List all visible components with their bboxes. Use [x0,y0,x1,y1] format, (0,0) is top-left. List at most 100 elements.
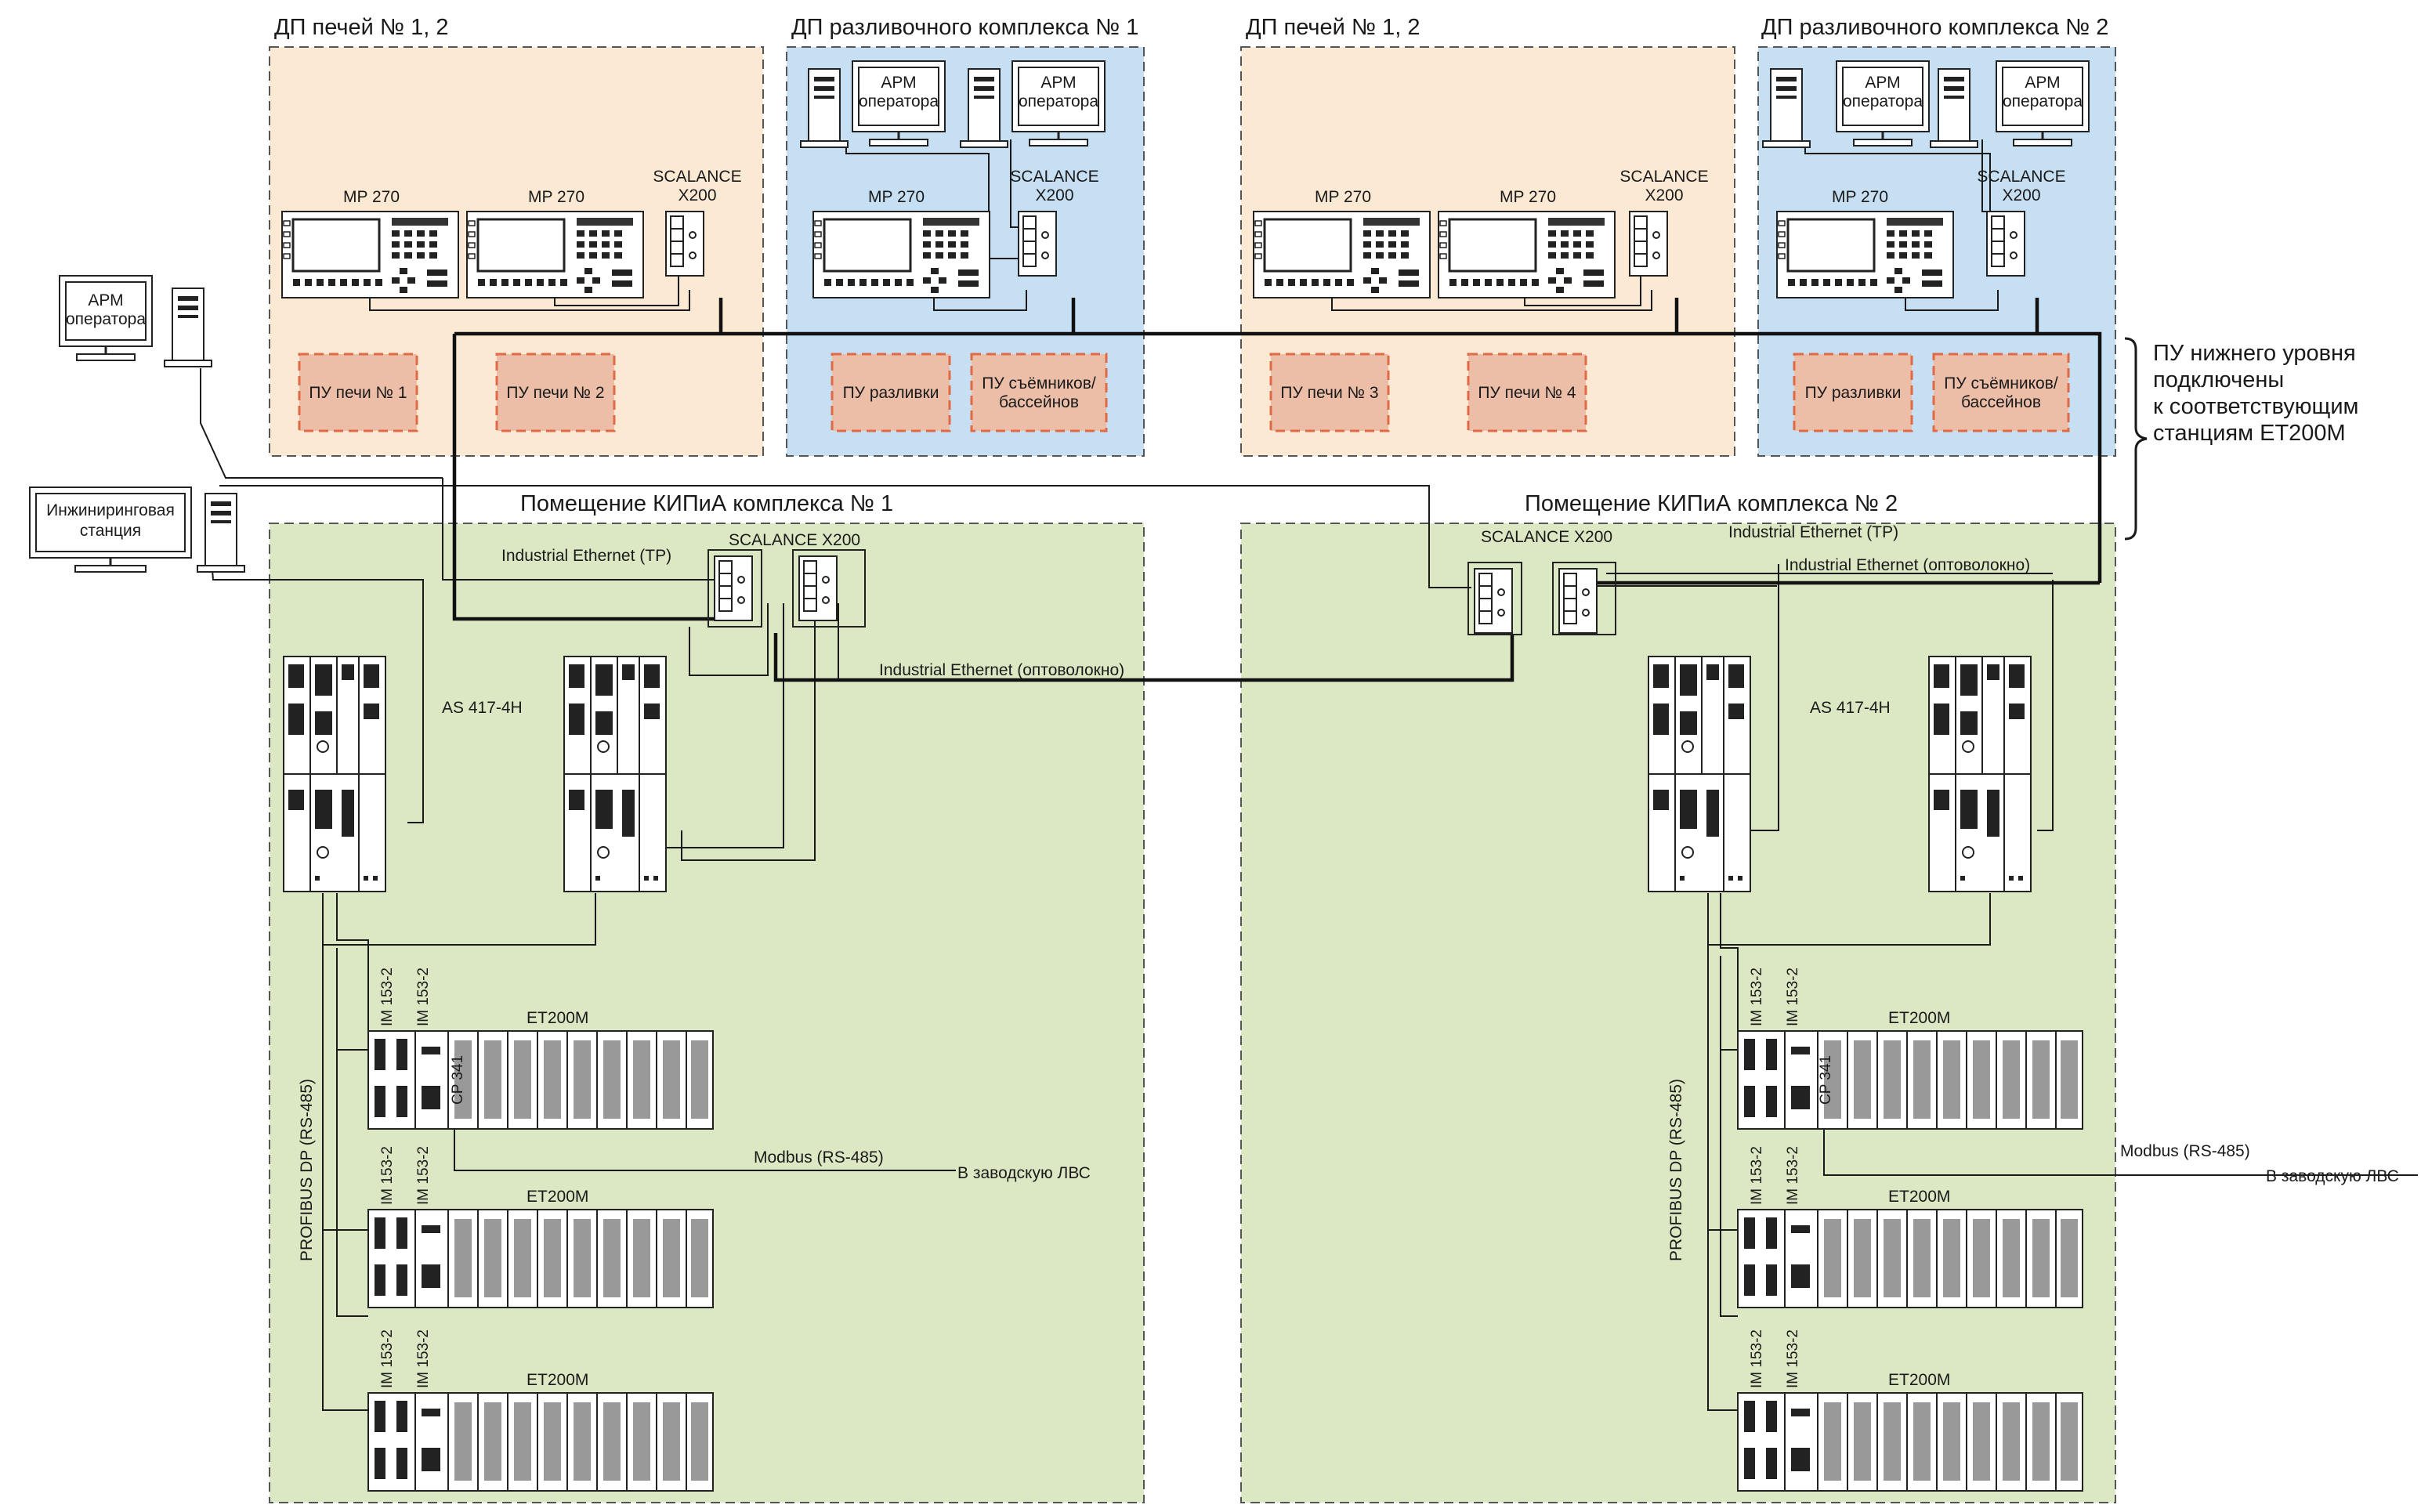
pu-furnace-2-box [495,353,616,432]
engineering-station-stand [74,565,147,573]
pu-extractors-2-label: ПУ съёмников/ [1944,374,2058,392]
zone-title-kip-1: Помещение КИПиА комплекса № 1 [520,491,893,516]
pu-furnace-3-label: ПУ печи № 3 [1280,384,1378,402]
arm-label: АРМ [2025,74,2060,92]
im153-label: IM 153-2 [1749,1329,1765,1388]
note-line: станциям ET200M [2153,421,2346,446]
im153-label: IM 153-2 [1785,1329,1801,1388]
im153-label: IM 153-2 [415,968,432,1026]
im153-label: IM 153-2 [1785,968,1801,1026]
et200m-label: ET200M [527,1371,588,1389]
scalance-label: X200 [678,186,716,204]
note-line: к соответствующим [2153,394,2358,419]
note-text: ПУ нижнего уровня подключены к соответст… [2153,341,2358,446]
mp270-label: MP 270 [1315,188,1371,206]
im153-label: IM 153-2 [415,1329,432,1388]
zone-kip-room-1 [269,523,1145,1503]
pu-furnace-4-label: ПУ печи № 4 [1478,384,1576,402]
cp341-label-2: CP 341 [1818,1055,1834,1105]
zone-title-kip-2: Помещение КИПиА комплекса № 2 [1525,491,1898,516]
lan-label-1: В заводскую ЛВС [957,1164,1091,1182]
ie-tp-label-1: Industrial Ethernet (TP) [501,547,671,565]
arm-label: оператора [1019,92,1098,110]
ie-fo-label-1: Industrial Ethernet (оптоволокно) [879,661,1124,679]
modbus-label-1: Modbus (RS-485) [754,1148,884,1167]
et200m-label: ET200M [1888,1188,1950,1206]
arm-left-label: оператора [66,310,146,328]
engineering-station-label: Инжиниринговая [46,501,175,519]
pu-casting-2-box [1793,353,1913,432]
fiber-backbone [452,298,2102,682]
et200m-label: ET200M [527,1009,588,1027]
pu-furnace-1-box [298,353,418,432]
switch-frame [707,549,762,628]
pu-extractors-1-label: бассейнов [999,393,1079,411]
scalance-label: SCALANCE [1977,168,2065,186]
note-brace [2124,337,2148,541]
et200m-label: ET200M [1888,1009,1950,1027]
arm-label: АРМ [881,74,916,92]
im153-label: IM 153-2 [1749,968,1765,1026]
pu-extractors-1-box [970,353,1108,432]
mp270-label: MP 270 [1832,188,1888,206]
im153-label: IM 153-2 [415,1146,432,1205]
lan-label-2: В заводскую ЛВС [2266,1167,2399,1185]
switch-frame [1552,562,1616,635]
pu-extractors-2-box [1932,353,2070,432]
arm-label: АРМ [1040,74,1076,92]
mp270-label: MP 270 [528,188,584,206]
as417-label-1: AS 417-4H [442,699,523,717]
pu-extractors-2-label: бассейнов [1961,393,2041,411]
note-line: ПУ нижнего уровня [2153,341,2356,366]
arm-label: оператора [1843,92,1923,110]
im153-label: IM 153-2 [1785,1146,1801,1205]
profibus-label-1: PROFIBUS DP (RS-485) [298,1079,316,1261]
scalance-kip2-label: SCALANCE X200 [1481,528,1612,546]
im153-labels-1: IM 153-2 IM 153-2 IM 153-2 IM 153-2 IM 1… [379,968,432,1388]
profibus-label-2: PROFIBUS DP (RS-485) [1667,1079,1685,1261]
im153-label: IM 153-2 [379,1146,396,1205]
scalance-label: SCALANCE [1619,168,1708,186]
mp270-label-group: MP 270 MP 270 MP 270 MP 270 MP 270 MP 27… [343,188,1888,206]
ie-fo-label-2: Industrial Ethernet (оптоволокно) [1785,556,2030,574]
pu-casting-1-box [831,353,951,432]
im153-label: IM 153-2 [379,968,396,1026]
scalance-label: SCALANCE [653,168,741,186]
ie-tp-label-2: Industrial Ethernet (TP) [1728,523,1898,541]
arm-top-labels: АРМ оператора АРМ оператора АРМ оператор… [859,74,2083,110]
arm-left-label: АРМ [88,291,123,309]
switch-frame [792,549,866,628]
zone-title-furnace-1: ДП печей № 1, 2 [274,15,448,40]
pu-casting-1-label: ПУ разливки [843,384,939,402]
arm-label: АРМ [1865,74,1900,92]
mp270-label: MP 270 [343,188,400,206]
note-line: подключены [2153,367,2284,392]
mp270-label: MP 270 [868,188,925,206]
zone-title-casting-1: ДП разливочного комплекса № 1 [791,15,1138,40]
im153-label: IM 153-2 [379,1329,396,1388]
scalance-label: X200 [1035,186,1073,204]
pu-furnace-1-label: ПУ печи № 1 [309,384,407,402]
scalance-label: X200 [1645,186,1683,204]
engineering-station-screen [35,493,186,552]
pu-casting-2-label: ПУ разливки [1805,384,1902,402]
scalance-label: X200 [2002,186,2040,204]
mp270-label: MP 270 [1500,188,1556,206]
switch-frame [1467,562,1522,635]
network-lines [200,139,2418,1411]
zone-title-furnace-2: ДП печей № 1, 2 [1246,15,1420,40]
im153-label: IM 153-2 [1749,1146,1765,1205]
control-panels: ПУ печи № 1 ПУ печи № 2 ПУ разливки ПУ с… [298,353,2070,432]
scalance-top-labels: SCALANCE X200 SCALANCE X200 SCALANCE X20… [653,168,2065,204]
arm-label: оператора [859,92,939,110]
pu-furnace-2-label: ПУ печи № 2 [506,384,604,402]
pu-extractors-1-label: ПУ съёмников/ [982,374,1096,392]
scalance-kip1-label: SCALANCE X200 [729,531,860,549]
cp341-label-1: CP 341 [450,1055,466,1105]
scalance-label: SCALANCE [1010,168,1098,186]
as417-label-2: AS 417-4H [1810,699,1891,717]
modbus-label-2: Modbus (RS-485) [2120,1142,2250,1160]
im153-labels-2: IM 153-2 IM 153-2 IM 153-2 IM 153-2 IM 1… [1749,968,1801,1388]
pu-furnace-3-box [1269,353,1390,432]
